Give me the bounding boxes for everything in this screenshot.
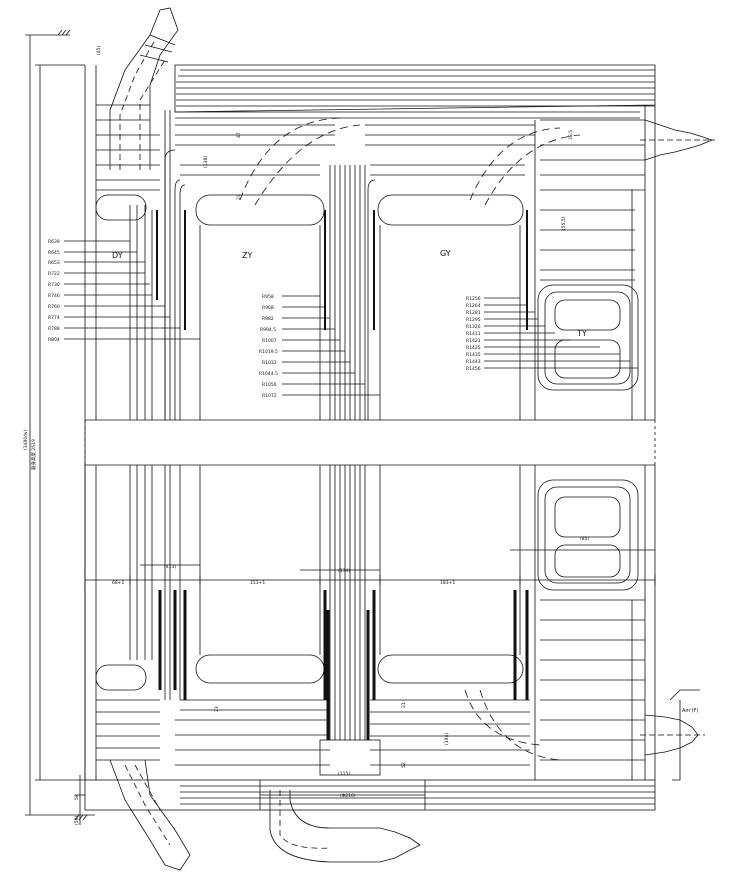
winding-labels: DY ZY GY TY Am'(F) 器身高度 2519 (3480/w): [23, 249, 698, 714]
dim-label: (45): [96, 46, 102, 55]
radius-label: R653: [48, 260, 60, 266]
radius-labels-mid: R958 R968 R982 R994.5 R1007 R1019.5 R103…: [259, 294, 278, 399]
dim-label: 47: [236, 132, 242, 138]
radius-label: R1456: [466, 366, 481, 372]
dim-label: (85): [580, 536, 589, 542]
radius-label: R1019.5: [259, 349, 278, 355]
radius-label: R1264: [466, 303, 481, 309]
center-core-leg-bottom: [319, 465, 381, 776]
zy-winding-top: [164, 117, 361, 420]
dy-winding-bottom: [95, 465, 191, 871]
label-am: Am'(F): [682, 708, 698, 714]
radius-labels-left: R639 R645 R653 R722 R730 R746 R760 R774 …: [48, 239, 60, 343]
radius-label: R1072: [262, 393, 277, 399]
radius-label: R1421: [466, 338, 481, 344]
center-core-leg: [329, 165, 366, 420]
radius-label: R1295: [466, 317, 481, 323]
radius-leaders-left: [64, 240, 200, 340]
radius-labels-right: R1256 R1264 R1281 R1295 R1326 R1411 R142…: [466, 296, 481, 372]
zy-winding-bottom: [175, 465, 330, 766]
radius-label: R804: [48, 337, 60, 343]
radius-label: R1411: [466, 331, 481, 337]
dim-label: (194): [444, 733, 450, 745]
radius-label: R774: [48, 315, 60, 321]
radius-label: R760: [48, 304, 60, 310]
dim-label: (50): [74, 816, 80, 825]
label-dy: DY: [112, 251, 123, 260]
dim-label: (174): [338, 568, 350, 574]
radius-label: R1281: [466, 310, 481, 316]
dim-label: 23: [236, 194, 242, 200]
dim-label: 68+1: [112, 580, 124, 586]
dy-winding-top: [95, 104, 171, 420]
radius-label: R982: [262, 316, 274, 322]
label-zy: ZY: [242, 251, 252, 260]
radius-label: R1425: [466, 345, 481, 351]
radius-leaders-mid: [282, 295, 380, 396]
dim-label: 58: [74, 794, 80, 800]
dim-label: (115): [338, 771, 350, 777]
radius-label: R994.5: [260, 327, 276, 333]
radius-label: R1435: [466, 352, 481, 358]
dim-label: (413): [164, 564, 176, 570]
radius-label: R645: [48, 250, 60, 256]
radius-label: R730: [48, 282, 60, 288]
radius-label: R1256: [466, 296, 481, 302]
ty-winding-bottom: [537, 479, 705, 781]
radius-label: R968: [262, 305, 274, 311]
left-dimension-chain: [25, 29, 95, 825]
dim-label: 38.5: [568, 130, 574, 140]
dim-label: 183+1: [440, 580, 455, 586]
dim-label: 21: [401, 702, 407, 708]
gy-winding-top: [365, 120, 581, 420]
radius-label: R958: [262, 294, 274, 300]
ty-winding-top: [537, 119, 715, 420]
top-yoke-band: [174, 64, 656, 119]
radius-label: R746: [48, 293, 60, 299]
radius-leaders-right: [484, 297, 638, 369]
top-dimension-labels: (45) 47 (138) 23 38.5 (55.5): [96, 46, 574, 230]
tank-outline: [84, 65, 656, 780]
mid-dimension-labels: 68+1 153+1 183+1 (413) (174) (115) (Φ210…: [112, 536, 589, 799]
radius-label: R788: [48, 326, 60, 332]
label-gy: GY: [440, 249, 451, 258]
bottom-yoke-band: [84, 779, 656, 811]
dim-label: (Φ210): [340, 793, 356, 799]
dim-label: 52: [401, 762, 407, 768]
radius-label: R1032: [262, 360, 277, 366]
radius-label: R1007: [262, 338, 277, 344]
radius-label: R722: [48, 271, 60, 277]
dim-label: 153+1: [250, 580, 265, 586]
label-ty: TY: [576, 329, 587, 338]
radius-label: R639: [48, 239, 60, 245]
label-side-dim: (3480/w): [23, 430, 29, 450]
label-height-dim: 器身高度 2519: [30, 439, 37, 470]
top-left-bushing-lead: [109, 7, 179, 170]
dim-label: (55.5): [561, 216, 567, 230]
bottom-dimension-labels: 58 (50) 23 52 21 (194): [74, 702, 450, 825]
gy-winding-bottom: [370, 465, 561, 780]
radius-label: R1443: [466, 359, 481, 365]
dim-label: 23: [214, 706, 220, 712]
dim-label: (138): [203, 156, 209, 168]
mid-dimension-line: [84, 549, 656, 585]
radius-label: R1056: [262, 382, 277, 388]
radius-label: R1044.5: [259, 371, 278, 377]
bottom-center-lead: [260, 790, 425, 863]
radius-label: R1326: [466, 324, 481, 330]
